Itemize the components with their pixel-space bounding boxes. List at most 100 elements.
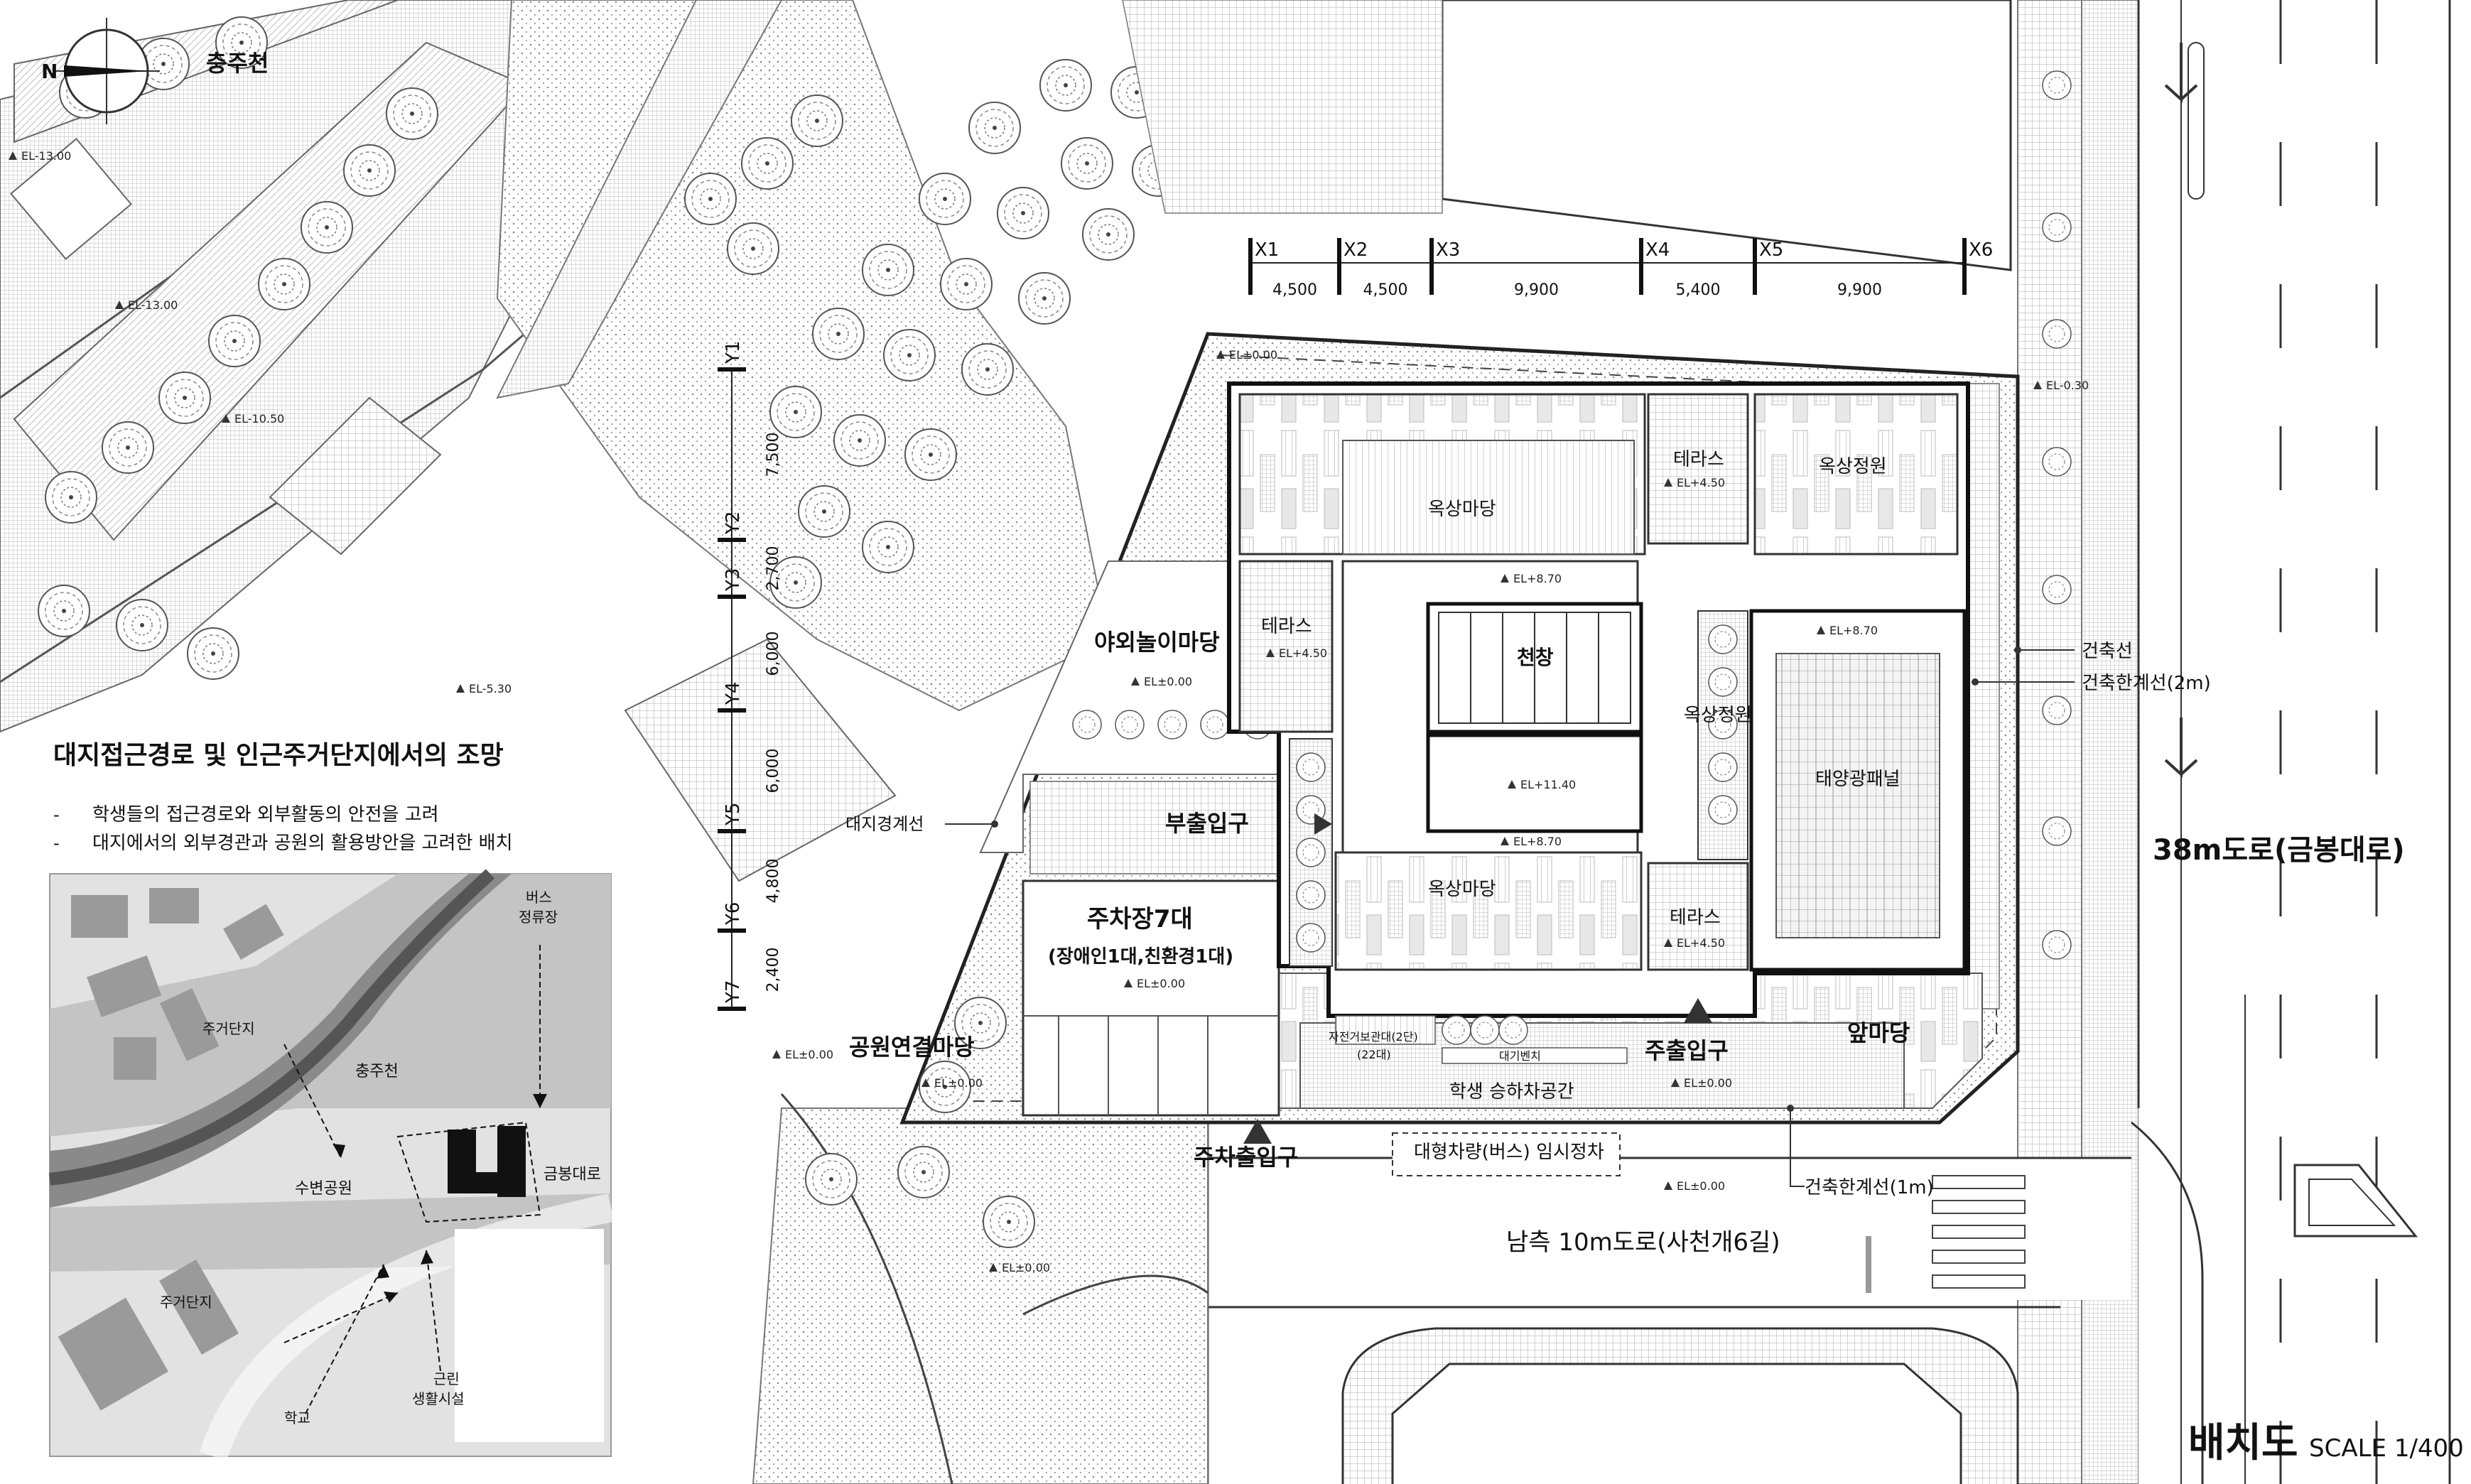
grid-x-label: X4 (1645, 239, 1670, 261)
elevation-marker-icon (1508, 780, 1516, 789)
grid-x-label: X5 (1759, 239, 1783, 261)
notes-heading: 대지접근경로 및 인근주거단지에서의 조망 (53, 741, 504, 770)
dropoff-label: 학생 승하차공간 (1449, 1081, 1574, 1103)
keymap-bus-stop-label: 정류장 (519, 909, 558, 926)
elevation-label: EL±0.00 (1677, 1179, 1725, 1193)
elevation-marker-icon (2033, 381, 2042, 389)
roof-garden-ne-label: 옥상정원 (1819, 456, 1887, 477)
parking-label: 주차장7대 (1087, 905, 1193, 933)
elevation-marker-icon (1131, 677, 1140, 686)
key-map (48, 869, 615, 1461)
grid-x-span: 9,900 (1837, 281, 1882, 299)
keymap-road-label: 금봉대로 (544, 1166, 601, 1184)
grid-y-label: Y4 (723, 682, 744, 705)
elevation-marker-icon (1501, 574, 1509, 583)
elevation-label: EL-10.50 (234, 412, 284, 426)
elevation-label: EL+11.40 (1520, 778, 1576, 791)
entrance-triangle-icon (1684, 998, 1712, 1023)
grid-x-label: X2 (1343, 239, 1368, 261)
elevation-label: EL±0.00 (934, 1076, 983, 1090)
keymap-housing-south-label: 주거단지 (160, 1294, 212, 1311)
south-road-label: 남측 10m도로(사천개6길) (1506, 1228, 1780, 1257)
elevation-marker-icon (1124, 979, 1132, 987)
entrance-triangle-icon (1314, 813, 1332, 835)
elevation-marker-icon (1664, 478, 1672, 487)
traffic-arrow-icon (2164, 717, 2198, 778)
elevation-label: EL-5.30 (469, 682, 512, 695)
bike-count-label: (22대) (1357, 1048, 1391, 1061)
traffic-arrow-icon (2164, 43, 2198, 103)
bike-rack-label: 자전거보관대(2단) (1329, 1030, 1418, 1044)
outdoor-play-label: 야외놀이마당 (1094, 629, 1220, 656)
rooftop-court-south-label: 옥상마당 (1428, 879, 1496, 900)
elevation-marker-icon (222, 414, 230, 423)
elevation-marker-icon (1817, 626, 1825, 634)
elevation-marker-icon (1671, 1078, 1680, 1087)
rooftop-court-north-label: 옥상마당 (1428, 499, 1496, 520)
park-link-label: 공원연결마당 (849, 1034, 975, 1061)
main-road-label: 38m도로(금봉대로) (2153, 834, 2405, 867)
grid-x-label: X6 (1969, 239, 1993, 261)
grid-x-span: 4,500 (1272, 281, 1317, 299)
solar-panel-label: 태양광패널 (1815, 769, 1900, 790)
grid-x-label: X3 (1436, 239, 1460, 261)
elevation-label: EL±0.00 (1229, 348, 1277, 362)
elevation-marker-icon (921, 1078, 930, 1087)
grid-y-span: 6,000 (764, 632, 782, 676)
elevation-label: EL-0.30 (2046, 379, 2089, 392)
elevation-marker-icon (1501, 837, 1509, 845)
elevation-label: EL+8.70 (1513, 835, 1562, 848)
notes-item: 학생들의 접근경로와 외부활동의 안전을 고려 (92, 804, 439, 825)
terrace-w-label: 테라스 (1261, 616, 1312, 637)
parking-detail-label: (장애인1대,친환경1대) (1048, 946, 1233, 968)
setback-1m-label: 건축한계선(1m) (1805, 1177, 1934, 1198)
grid-y: Y1Y2Y3Y4Y5Y6Y77,5002,7006,0006,0004,8002… (718, 341, 782, 1011)
setback-2m-label: 건축한계선(2m) (2082, 673, 2211, 694)
keymap-housing-north-label: 주거단지 (202, 1020, 255, 1037)
keymap-facility-label: 생활시설 (412, 1390, 465, 1407)
main-entrance-label: 주출입구 (1645, 1037, 1729, 1064)
elevation-label: EL±0.00 (1002, 1261, 1050, 1274)
elevation-label: EL±0.00 (1684, 1076, 1732, 1090)
grid-x-span: 9,900 (1514, 281, 1559, 299)
grid-y-label: Y1 (723, 341, 744, 364)
elevation-marker-icon (1664, 938, 1672, 947)
elevation-label: EL+4.50 (1677, 476, 1725, 489)
building-line-label: 건축선 (2082, 641, 2133, 662)
grid-x-span: 4,500 (1363, 281, 1408, 299)
elevation-marker-icon (1266, 649, 1275, 657)
secondary-entrance-label: 부출입구 (1165, 810, 1249, 837)
elevation-marker-icon (1216, 350, 1225, 359)
keymap-facility-label: 근린 (433, 1370, 460, 1387)
notes-item: 대지에서의 외부경관과 공원의 활용방안을 고려한 배치 (92, 833, 512, 854)
drawing-title: 배치도 (2188, 1420, 2298, 1466)
elevation-label: EL±0.00 (785, 1048, 833, 1061)
grid-x-span: 5,400 (1676, 281, 1721, 299)
elevation-label: EL+8.70 (1829, 624, 1878, 637)
grid-x-label: X1 (1255, 239, 1279, 261)
elevation-label: EL±0.00 (1137, 977, 1185, 990)
terrace-ne-label: 테라스 (1673, 449, 1724, 470)
notes-bullet: - (53, 833, 60, 853)
elevation-marker-icon (456, 684, 465, 693)
keymap-bus-stop-label: 버스 (526, 889, 552, 906)
grid-y-label: Y2 (723, 511, 744, 535)
elevation-marker-icon (772, 1050, 781, 1058)
elevation-marker-icon (115, 300, 124, 309)
front-yard-label: 앞마당 (1847, 1019, 1910, 1046)
elevation-label: EL-13.00 (21, 149, 71, 163)
site-boundary-label: 대지경계선 (845, 814, 924, 834)
north-arrow-icon: N (41, 18, 160, 124)
keymap-school-label: 학교 (284, 1409, 310, 1426)
waiting-bench-label: 대기벤치 (1499, 1049, 1541, 1063)
elevation-label: EL+4.50 (1677, 936, 1725, 950)
elevation-label: EL-13.00 (128, 298, 178, 312)
stream-label: 충주천 (206, 50, 269, 77)
elevation-label: EL+8.70 (1513, 572, 1562, 585)
grid-y-label: Y7 (723, 980, 744, 1004)
elevation-marker-icon (1664, 1181, 1672, 1190)
grid-x: X1 X2 X3 X4 X5 X6 4,500 4,500 9,900 5,400 9,900 (1248, 238, 1993, 299)
skylight-label: 천창 (1517, 646, 1554, 669)
grid-y-span: 2,400 (764, 948, 782, 992)
